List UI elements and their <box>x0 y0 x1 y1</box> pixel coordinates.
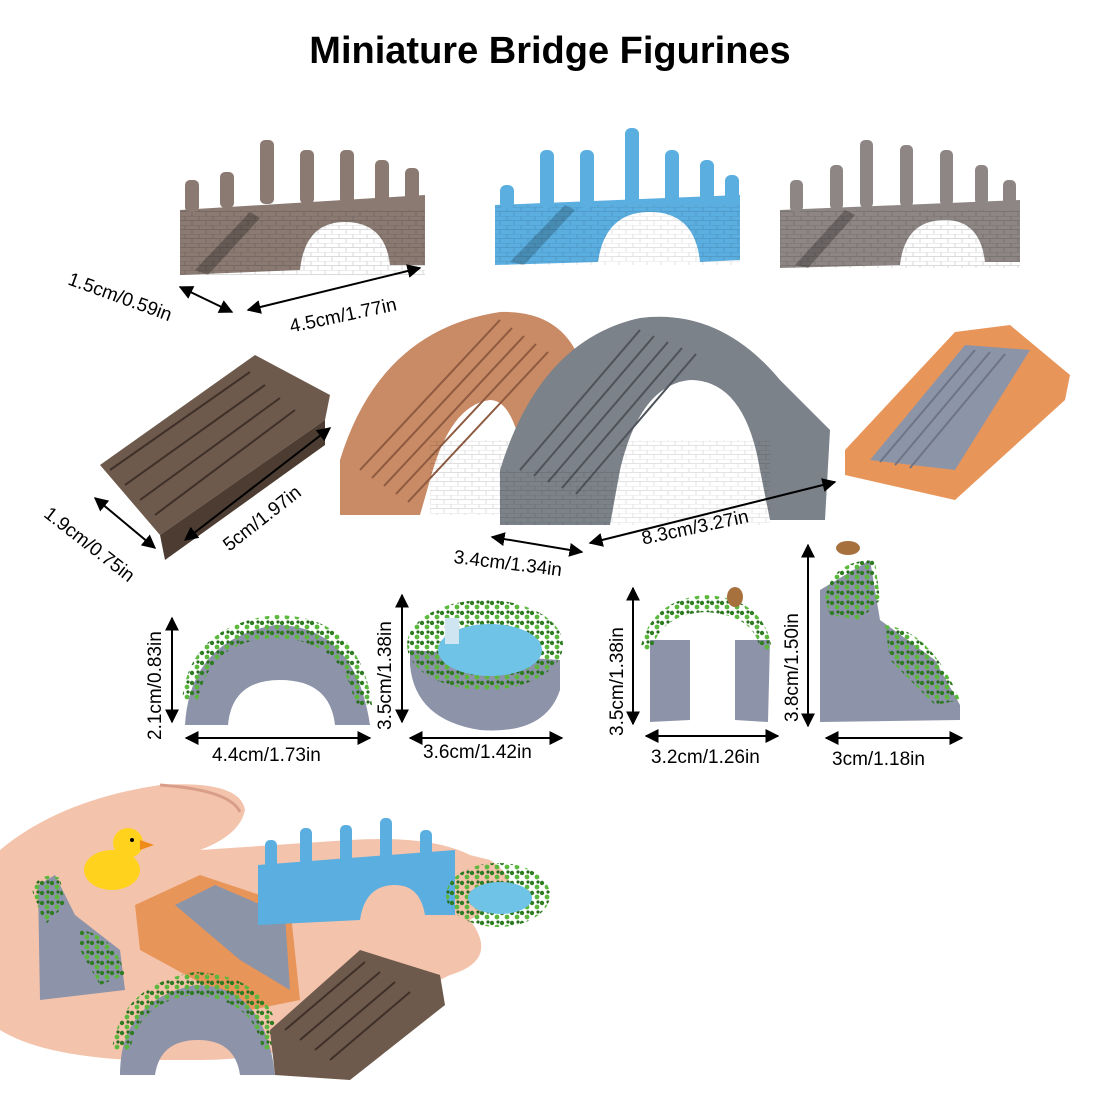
gray-arch-bridge <box>780 140 1020 268</box>
dim-label-14: 3cm/1.18in <box>832 749 925 770</box>
moss-cliff <box>820 541 960 722</box>
duck-icon <box>84 828 154 890</box>
hand-with-figurines <box>0 783 550 1080</box>
dim-label-9: 3.5cm/1.38in <box>375 621 396 730</box>
dim-label-12: 3.2cm/1.26in <box>651 747 760 768</box>
moss-pond <box>407 600 563 731</box>
dim-label-7: 2.1cm/0.83in <box>145 631 166 740</box>
brown-arch-bridge <box>180 140 425 275</box>
dim-label-13: 3.8cm/1.50in <box>782 613 803 722</box>
moss-arch-bridge <box>182 615 372 725</box>
page-title: Miniature Bridge Figurines <box>309 30 791 72</box>
dimension-arrows <box>93 264 964 745</box>
dim-label-11: 3.5cm/1.38in <box>607 627 628 736</box>
moss-rock-arch <box>640 587 772 722</box>
blue-arch-bridge <box>495 128 740 265</box>
dim-label-10: 3.6cm/1.42in <box>423 742 532 763</box>
orange-railing-bridge <box>845 325 1070 500</box>
walnut-stair-bridge <box>100 355 330 560</box>
dim-label-8: 4.4cm/1.73in <box>212 745 321 766</box>
